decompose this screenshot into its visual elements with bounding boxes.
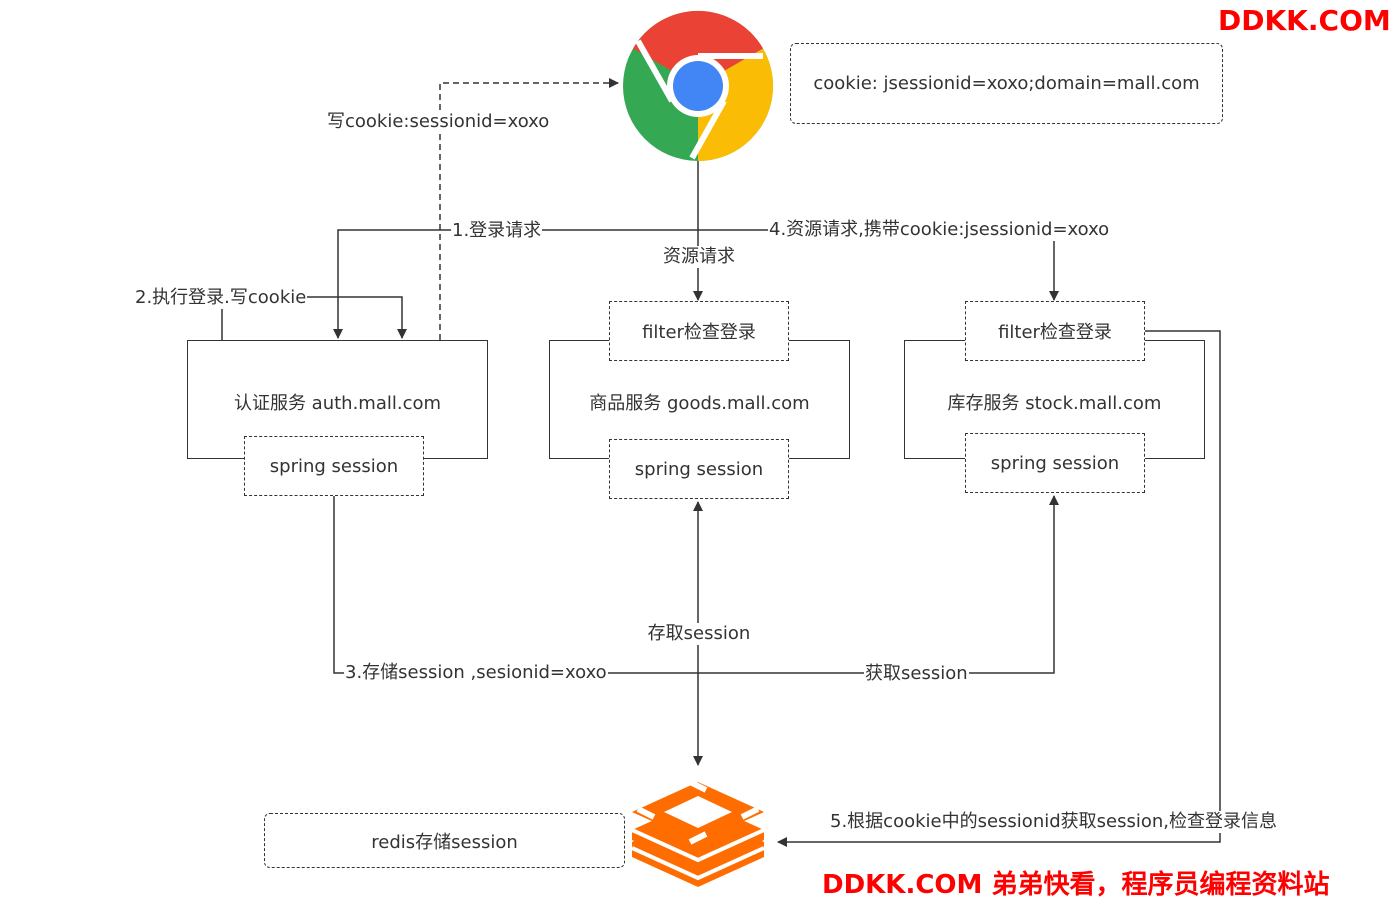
- redis-icon: [631, 779, 765, 887]
- cookie-note-text: cookie: jsessionid=xoxo;domain=mall.com: [813, 73, 1200, 94]
- label-access-session: 存取session: [646, 623, 752, 645]
- stock-filter-label: filter检查登录: [998, 322, 1112, 343]
- edge-store-session: [333, 495, 1059, 674]
- auth-spring-session-label: spring session: [269, 455, 399, 477]
- label-check-login: 5.根据cookie中的sessionid获取session,检查登录信息: [829, 811, 1279, 833]
- label-store-session: 3.存储session ,sesionid=xoxo: [344, 662, 608, 684]
- label-do-login: 2.执行登录.写cookie: [134, 287, 308, 309]
- label-resource-request-cookie: 4.资源请求,携带cookie:jsessionid=xoxo: [768, 219, 1111, 241]
- label-login-request: 1.登录请求: [451, 220, 543, 242]
- redis-note: redis存储session: [264, 813, 625, 868]
- cookie-note: cookie: jsessionid=xoxo;domain=mall.com: [790, 43, 1223, 124]
- watermark-top: DDKK.COM: [1218, 4, 1391, 37]
- stock-spring-session-label: spring session: [990, 452, 1120, 474]
- goods-filter-label: filter检查登录: [642, 322, 756, 343]
- edge-write-cookie: [439, 78, 619, 340]
- watermark-bottom: DDKK.COM 弟弟快看，程序员编程资料站: [822, 870, 1330, 900]
- stock-spring-session: spring session: [965, 433, 1145, 493]
- service-auth-title: 认证服务 auth.mall.com: [233, 393, 442, 414]
- label-get-session: 获取session: [864, 663, 969, 685]
- label-write-cookie: 写cookie:sessionid=xoxo: [326, 111, 551, 133]
- stock-filter: filter检查登录: [965, 301, 1145, 361]
- auth-spring-session: spring session: [244, 436, 424, 496]
- edge-do-login: [221, 296, 407, 340]
- label-resource-request: 资源请求: [662, 246, 736, 268]
- goods-spring-session-label: spring session: [634, 458, 764, 480]
- redis-note-text: redis存储session: [371, 831, 518, 853]
- goods-spring-session: spring session: [609, 439, 789, 499]
- service-stock-title: 库存服务 stock.mall.com: [947, 393, 1162, 414]
- edge-login-request: [333, 229, 698, 339]
- edge-check-login: [777, 330, 1221, 847]
- chrome-browser-icon: [623, 10, 774, 162]
- service-goods-title: 商品服务 goods.mall.com: [589, 393, 810, 414]
- goods-filter: filter检查登录: [609, 301, 789, 361]
